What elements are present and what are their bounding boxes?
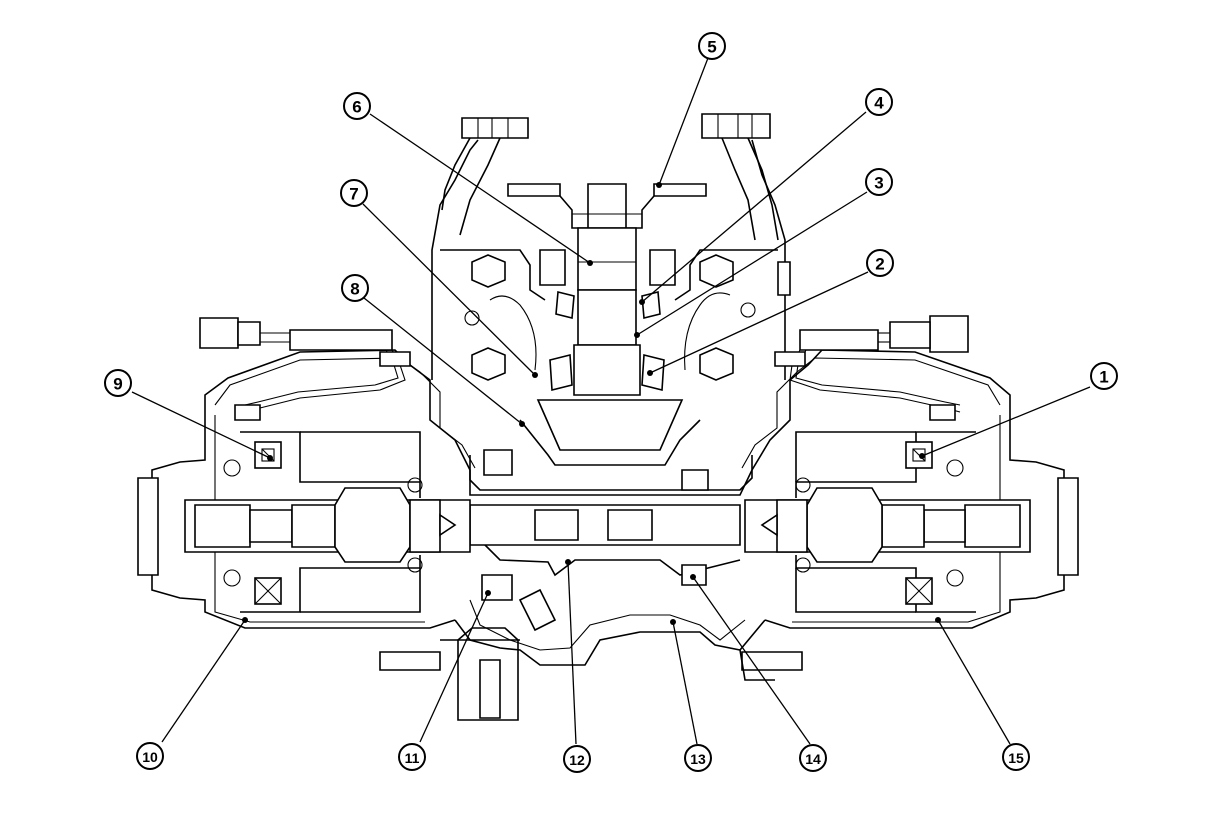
callout-8: 8 [341, 274, 369, 302]
callout-3: 3 [865, 168, 893, 196]
wiring-harness [199, 315, 969, 421]
callout-label-2: 2 [875, 255, 884, 274]
leader-12 [567, 561, 577, 745]
leader-9 [131, 391, 271, 459]
ring-gear-assembly [469, 399, 753, 601]
callout-13: 13 [684, 744, 712, 772]
callout-label-8: 8 [350, 280, 359, 299]
callout-label-11: 11 [405, 750, 420, 766]
callout-label-3: 3 [874, 174, 883, 193]
callout-10: 10 [136, 742, 164, 770]
callout-label-7: 7 [349, 185, 358, 204]
leader-8 [363, 297, 523, 425]
leader-11 [419, 592, 489, 743]
callout-label-1: 1 [1099, 368, 1108, 387]
callout-5: 5 [698, 32, 726, 60]
callout-7: 7 [340, 179, 368, 207]
leader-1 [921, 386, 1091, 457]
callout-1: 1 [1090, 362, 1118, 390]
callout-label-13: 13 [690, 751, 706, 767]
leader-15 [937, 619, 1011, 745]
leader-2 [649, 271, 869, 374]
callout-label-5: 5 [707, 38, 716, 57]
leader-6 [369, 113, 591, 264]
callout-6: 6 [343, 92, 371, 120]
leader-lines [131, 57, 1091, 745]
leader-4 [641, 111, 867, 303]
callout-label-15: 15 [1008, 750, 1024, 766]
callout-label-12: 12 [569, 752, 585, 768]
side-housings [223, 431, 976, 613]
callout-2: 2 [866, 249, 894, 277]
callout-15: 15 [1002, 743, 1030, 771]
leader-3 [636, 191, 868, 336]
callout-label-9: 9 [113, 375, 122, 394]
callout-4: 4 [865, 88, 893, 116]
callout-label-10: 10 [142, 749, 158, 765]
callouts: 1 2 3 4 5 6 7 8 [104, 32, 1118, 773]
leader-13 [672, 621, 698, 745]
callout-9: 9 [104, 369, 132, 397]
pinion-housing [431, 113, 791, 396]
callout-label-4: 4 [874, 94, 884, 113]
leader-5 [658, 57, 709, 186]
bottom-mount [379, 588, 803, 721]
callout-12: 12 [563, 745, 591, 773]
callout-label-6: 6 [352, 98, 361, 117]
leader-10 [161, 619, 246, 743]
callout-14: 14 [799, 744, 827, 772]
leader-14 [692, 576, 811, 745]
leader-7 [362, 203, 536, 376]
callout-11: 11 [398, 743, 426, 771]
callout-label-14: 14 [805, 751, 821, 767]
axle-shafts [137, 477, 1079, 576]
